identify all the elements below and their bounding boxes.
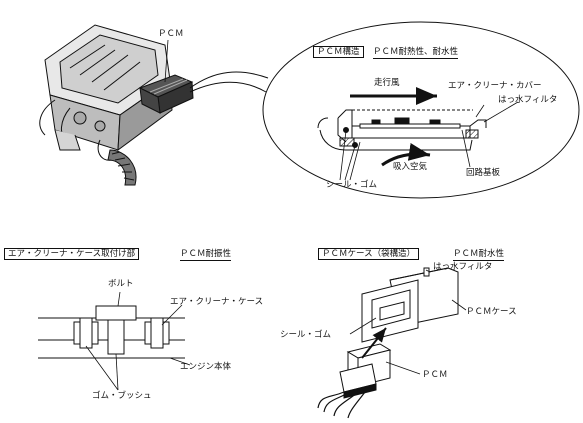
circuit-board-label: 回路基板 [466,168,501,178]
case-pcm-label: ＰＣＭ [422,370,448,380]
case-seal-rubber-label: シール・ゴム [280,330,332,340]
callout-tail [189,71,269,89]
pcm-wires [317,391,366,419]
case-section-title: ＰＣＭケース（袋構造） [318,248,420,260]
engine-illustration [39,24,194,186]
mount-section-title: エア・クリーナ・ケース取付け部 [4,248,140,260]
case-water-filter-label: はっ水フィルタ [433,262,493,272]
air-cleaner-case-label: エア・クリーナ・ケース [170,297,264,307]
pcm-structure-title: ＰＣＭ構造 [313,46,364,58]
intake-air-arrow [381,142,431,167]
mount-section-heading: ＰＣＭ耐振性 [180,249,232,261]
pcm-structure-heading: ＰＣＭ耐熱性、耐水性 [373,47,459,59]
airflow-label: 走行風 [374,78,400,88]
pcm-case-drawing [339,267,459,399]
air-cleaner-cover-label: エア・クリーナ・カバー [448,81,542,91]
mount-drawing [38,305,185,359]
case-section-heading: ＰＣＭ耐水性 [453,249,505,261]
pcm-leader-line [164,39,169,83]
engine-body-label: エンジン本体 [180,362,232,372]
pcm-label: ＰＣＭ [158,29,184,39]
seal-rubber-label: シール・ゴム [326,180,378,190]
water-filter-label: はっ水フィルタ [498,95,558,105]
rubber-bush-label: ゴム・ブッシュ [92,391,152,401]
insert-arrow [361,327,387,359]
intake-air-label: 吸入空気 [393,162,428,172]
bolt-label: ボルト [108,279,134,289]
callout-bubble [262,21,580,199]
pcm-case-label: ＰＣＭケース [466,307,517,317]
